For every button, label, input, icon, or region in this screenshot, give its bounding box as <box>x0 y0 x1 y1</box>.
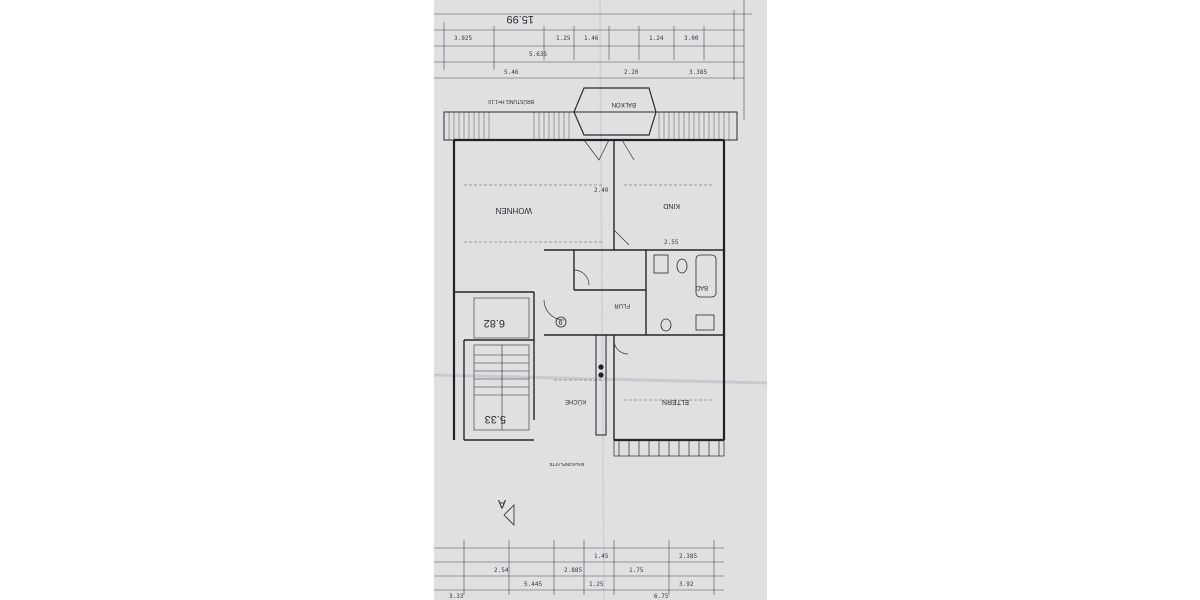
dimension-label: 1.24 <box>649 35 664 42</box>
dimension-label: 2.40 <box>594 187 609 194</box>
dimension-label: 1.25 <box>589 581 604 588</box>
bottom-dimension-chains <box>434 540 724 595</box>
room-label-bad: BAD <box>695 284 708 290</box>
overall-dimension: 15.99 <box>506 13 534 25</box>
section-mark-label: A <box>498 497 506 511</box>
dimension-label: 3.925 <box>454 35 472 42</box>
doors <box>543 139 635 355</box>
bottom-dimension-labels: 3.33 5.445 2.885 1.25 3.92 2.54 1.45 2.3… <box>449 553 697 600</box>
dimension-label: 3.00 <box>684 35 699 42</box>
fold-line <box>599 0 605 600</box>
top-dimension-chains <box>434 0 752 120</box>
dimension-label: 5.46 <box>504 69 519 76</box>
room-label-eltern: ELTERN <box>662 398 689 405</box>
dimension-label: 3.385 <box>689 69 707 76</box>
floor-plan-sheet: 15.99 3.925 5.635 5.46 3.385 1.25 2.20 1… <box>434 0 767 600</box>
kitchen-chimney <box>595 334 607 436</box>
dimension-label: 6.75 <box>654 593 669 600</box>
room-label-flur: FLUR <box>614 302 630 308</box>
room-number-circle <box>555 316 567 328</box>
dimension-label: 2.55 <box>664 239 679 246</box>
balcony-label: BALKON <box>612 101 636 107</box>
room-number: 6 <box>559 320 563 327</box>
bottom-terrace <box>613 439 725 457</box>
dimension-label: 2.385 <box>679 553 697 560</box>
fold-line <box>434 373 767 385</box>
top-dimension-labels: 3.925 5.635 5.46 3.385 1.25 2.20 1.24 3.… <box>454 35 707 246</box>
stair-level-lower: 5.33 <box>485 413 506 425</box>
balcony <box>443 87 738 141</box>
stair-level-upper: 6.82 <box>484 317 505 329</box>
dimension-label: 5.635 <box>529 51 547 58</box>
dimension-label: 1.25 <box>556 35 571 42</box>
floor-plan-drawing: 15.99 3.925 5.635 5.46 3.385 1.25 2.20 1… <box>434 0 767 600</box>
dimension-label: 1.46 <box>584 35 599 42</box>
dimension-label: 5.445 <box>524 581 542 588</box>
dimension-label: 2.885 <box>564 567 582 574</box>
dimension-label: 2.20 <box>624 69 639 76</box>
dimension-label: 1.75 <box>629 567 644 574</box>
staircase <box>473 297 530 431</box>
furniture-outlines <box>464 184 714 401</box>
bath-fixtures <box>653 254 717 332</box>
room-label-kind: KIND <box>663 202 680 209</box>
room-label-wohnen: WOHNEN <box>495 206 532 215</box>
interior-walls <box>454 140 724 441</box>
dimension-label: 3.92 <box>679 581 694 588</box>
dimension-label: 2.54 <box>494 567 509 574</box>
note-text: BRÜSTUNG H=1.10 <box>488 98 534 105</box>
dimension-label: 1.45 <box>594 553 609 560</box>
note-text: BALKONPLATTE <box>549 462 584 467</box>
room-label-kueche: KÜCHE <box>565 398 586 405</box>
dimension-label: 3.33 <box>449 593 464 600</box>
section-marker: A <box>498 497 515 526</box>
